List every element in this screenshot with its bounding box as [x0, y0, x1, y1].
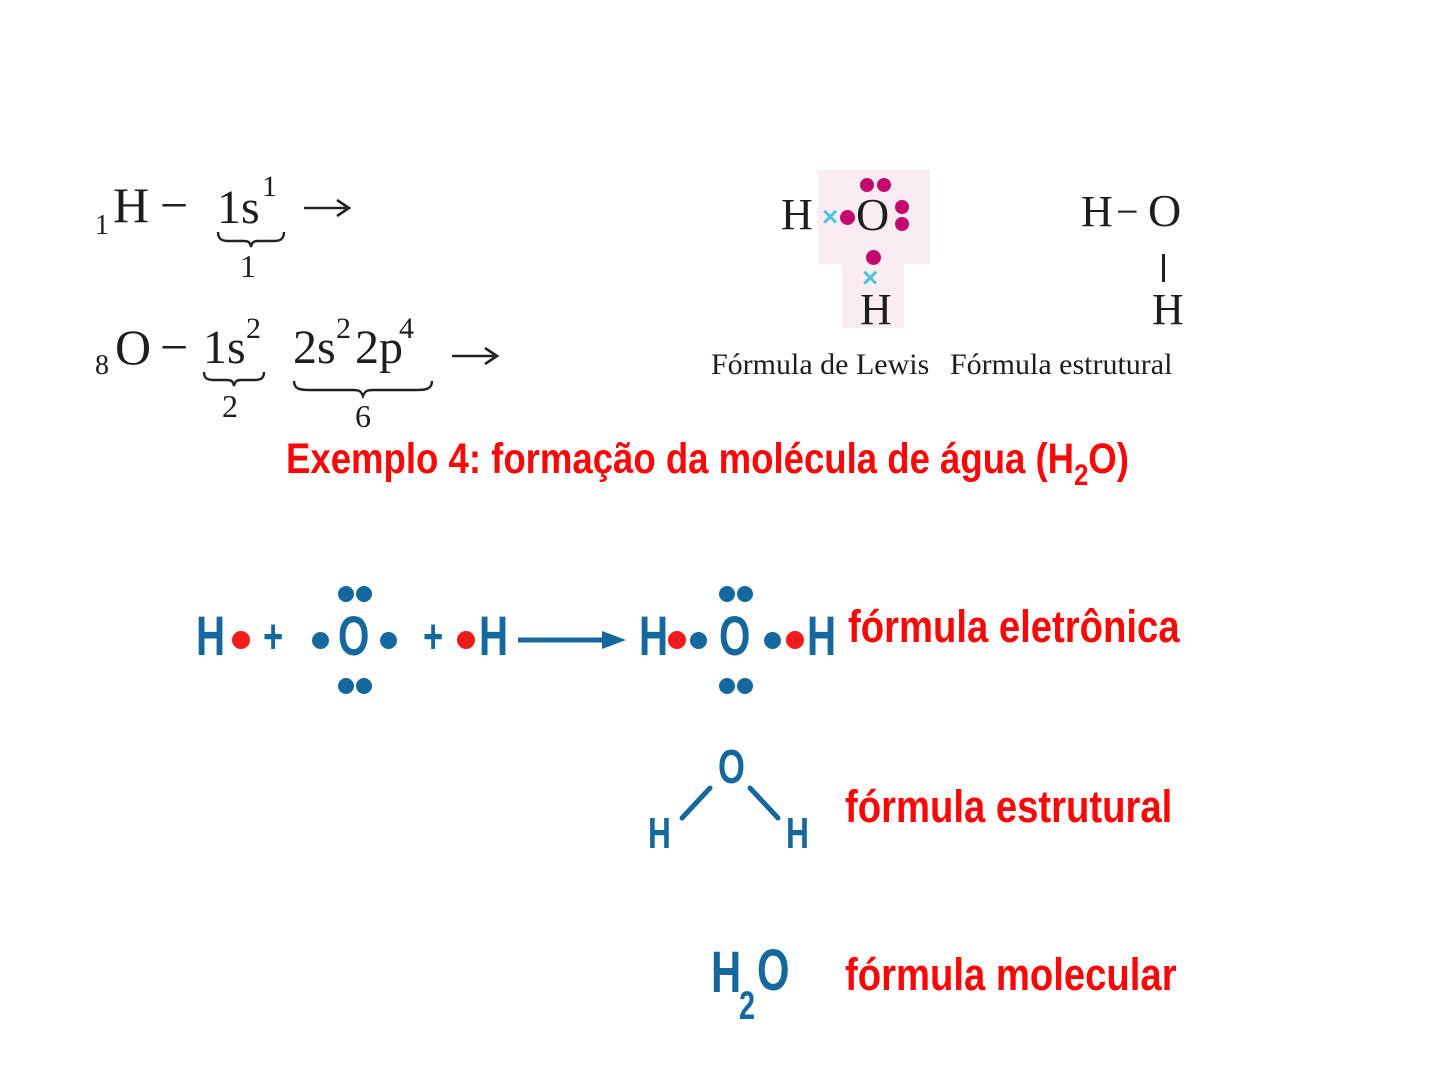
- h-minus-sign: −: [160, 177, 189, 233]
- shared-electron-x-icon: ×: [822, 201, 839, 232]
- o-1s-electron-count: 2: [222, 388, 238, 424]
- electron-dot-magenta: [860, 178, 874, 192]
- eq-reactant-h1: H: [196, 604, 226, 667]
- h-atomic-number: 1: [95, 210, 109, 241]
- electron-dot-magenta: [895, 200, 909, 214]
- eq-product-h2: H: [807, 604, 837, 667]
- electron-dot-blue: [356, 678, 372, 694]
- o-2sp-electron-count: 6: [355, 398, 371, 434]
- molecular-o: O: [757, 938, 790, 1003]
- o-orbital-2p-superscript: 4: [399, 312, 414, 345]
- lewis-o-symbol: O: [856, 189, 890, 240]
- mid-structural-h-left: H: [648, 809, 671, 858]
- electron-dot-blue: [356, 586, 372, 602]
- h-o-bond: −: [1116, 189, 1139, 234]
- structural-h-top: H: [1081, 187, 1113, 236]
- eq-product-o: O: [719, 604, 751, 667]
- underbrace-icon: [216, 231, 286, 248]
- slide-title-text: Exemplo 4: formação da molécula de água …: [286, 435, 1129, 492]
- plus-sign: +: [263, 611, 284, 664]
- electron-dot-magenta: [895, 217, 909, 231]
- structural-caption: Fórmula estrutural: [950, 348, 1173, 381]
- electron-dot-magenta: [866, 250, 881, 265]
- electron-dot-red: [786, 631, 804, 649]
- electron-dot-magenta: [877, 178, 891, 192]
- o-minus-sign: −: [160, 319, 189, 375]
- lewis-caption: Fórmula de Lewis: [711, 348, 930, 381]
- structural-formula-label: fórmula estrutural: [845, 781, 1173, 832]
- molecular-h: H: [711, 940, 742, 1005]
- electron-dot-blue: [380, 632, 397, 649]
- mid-structural-o: O: [718, 741, 745, 794]
- structural-h-bottom: H: [1152, 285, 1184, 334]
- underbrace-icon: [292, 380, 434, 400]
- electron-dot-blue: [338, 678, 354, 694]
- plus-sign: +: [423, 611, 444, 664]
- o-orbital-2s: 2s: [293, 321, 336, 374]
- lewis-h-left: H: [781, 190, 813, 239]
- lewis-highlight-box: [818, 170, 930, 264]
- eq-reactant-h2: H: [479, 604, 509, 667]
- underbrace-icon: [202, 371, 266, 387]
- electron-dot-blue: [719, 586, 735, 602]
- electron-dot-magenta: [840, 210, 855, 225]
- molecular-formula-label: fórmula molecular: [845, 949, 1177, 1000]
- electron-dot-blue: [312, 632, 329, 649]
- electron-dot-blue: [719, 678, 735, 694]
- electronic-formula-label: fórmula eletrônica: [848, 601, 1180, 652]
- right-arrow-icon: [452, 346, 500, 366]
- o-atomic-number: 8: [95, 350, 109, 381]
- electron-dot-blue: [737, 678, 753, 694]
- molecular-subscript: 2: [739, 984, 756, 1028]
- h-orbital-superscript: 1: [262, 170, 277, 203]
- lewis-highlight-box: [842, 264, 904, 328]
- eq-product-h1: H: [639, 604, 669, 667]
- electron-dot-blue: [737, 586, 753, 602]
- o-orbital-2p: 2p: [355, 321, 403, 374]
- o-orbital-2s-superscript: 2: [336, 312, 351, 345]
- vertical-bond-line: [1162, 254, 1165, 282]
- eq-reactant-o: O: [338, 604, 370, 667]
- right-arrow-icon: [304, 198, 352, 218]
- electron-dot-red: [232, 631, 250, 649]
- o-element-symbol: O: [115, 319, 152, 375]
- structural-o: O: [1148, 185, 1182, 236]
- h-electron-count: 1: [240, 248, 256, 284]
- title-subscript: 2: [1074, 459, 1089, 492]
- electron-dot-blue: [338, 586, 354, 602]
- electron-dot-red: [457, 631, 475, 649]
- h-orbital-1s: 1s: [217, 181, 260, 234]
- electron-dot-blue: [690, 632, 707, 649]
- reaction-arrow-icon: [518, 631, 626, 649]
- bond-lines-icon: [679, 785, 781, 821]
- slide-title: Exemplo 4: formação da molécula de água …: [286, 435, 1278, 492]
- o-orbital-1s: 1s: [203, 321, 246, 374]
- h-element-symbol: H: [113, 177, 150, 233]
- electron-dot-blue: [764, 632, 781, 649]
- electron-dot-red: [668, 631, 686, 649]
- shared-electron-x-icon: ×: [862, 262, 879, 293]
- mid-structural-h-right: H: [786, 809, 809, 858]
- lewis-h-bottom: H: [860, 285, 892, 334]
- o-orbital-1s-superscript: 2: [246, 312, 261, 345]
